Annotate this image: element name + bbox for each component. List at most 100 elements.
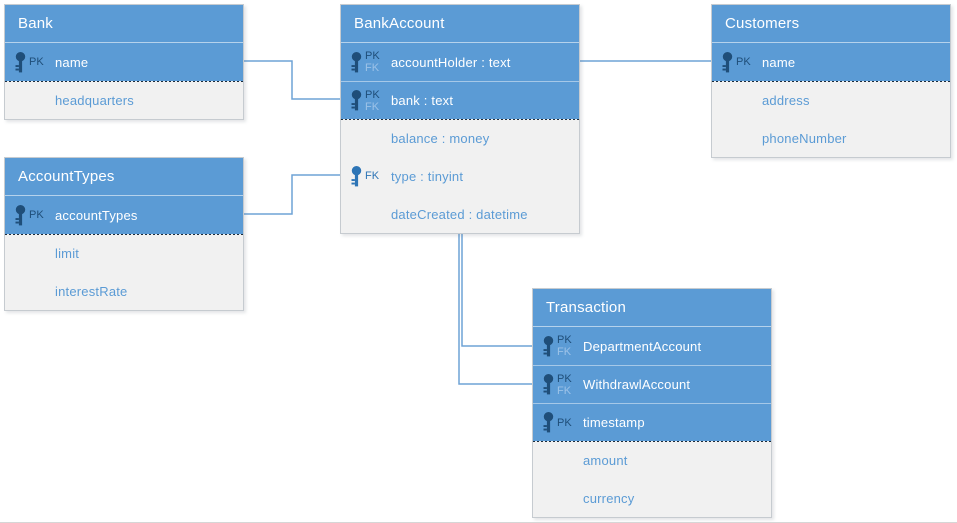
table-transaction[interactable]: Transaction PK FK DepartmentAccount PK — [532, 288, 772, 518]
key-cell: PK — [5, 204, 55, 226]
column-name: timestamp — [583, 415, 645, 430]
column-name: headquarters — [55, 92, 135, 108]
fk-badge: FK — [365, 170, 380, 182]
row-currency: currency — [533, 479, 771, 517]
column-name: bank : text — [391, 93, 454, 108]
column-name: phoneNumber — [762, 130, 847, 146]
key-cell: PK FK — [341, 89, 391, 113]
row-name: PK name — [5, 43, 243, 81]
foreign-key-icon — [351, 165, 362, 186]
key-section: PK accountTypes — [5, 196, 243, 234]
key-badges: PK — [29, 56, 44, 68]
column-name: dateCreated : datetime — [391, 206, 528, 222]
key-badges: FK — [365, 170, 379, 182]
row-accounttypes: PK accountTypes — [5, 196, 243, 234]
connector-bankaccount-to-transaction-department[interactable] — [461, 233, 532, 347]
key-cell: PK FK — [533, 373, 583, 397]
connector-bank-to-bankaccount[interactable] — [244, 60, 340, 100]
column-name: address — [762, 92, 810, 108]
row-datecreated: dateCreated : datetime — [341, 195, 579, 233]
pk-badge: PK — [365, 50, 380, 62]
key-cell: PK — [533, 412, 583, 433]
fk-badge: FK — [557, 346, 572, 358]
column-name: interestRate — [55, 283, 128, 299]
column-name: name — [762, 54, 796, 70]
table-title: Transaction — [533, 289, 771, 327]
key-badges: PK FK — [557, 334, 572, 358]
table-title: BankAccount — [341, 5, 579, 43]
primary-key-icon — [543, 374, 554, 395]
row-departmentaccount: PK FK DepartmentAccount — [533, 327, 771, 365]
connector-bankaccount-to-transaction-withdrawl[interactable] — [458, 233, 532, 385]
key-section: PK name — [5, 43, 243, 81]
primary-key-icon — [722, 51, 733, 72]
key-badges: PK FK — [365, 89, 380, 113]
key-cell: PK — [5, 51, 55, 73]
attribute-section: limit interestRate — [5, 234, 243, 310]
pk-badge: PK — [557, 416, 572, 429]
fk-badge: FK — [365, 62, 380, 74]
column-name: type : tinyint — [391, 168, 464, 184]
row-name: PK name — [712, 43, 950, 81]
attribute-section: amount currency — [533, 441, 771, 517]
row-headquarters: headquarters — [5, 81, 243, 119]
column-name: accountHolder : text — [391, 54, 511, 70]
column-name: WithdrawlAccount — [583, 377, 691, 392]
row-address: address — [712, 81, 950, 119]
pk-badge: PK — [29, 56, 44, 68]
primary-key-icon — [351, 90, 362, 111]
column-name: amount — [583, 452, 628, 468]
table-bank[interactable]: Bank PK name headquarters — [4, 4, 244, 120]
attribute-section: balance : money FK type : tinyint dateCr… — [341, 119, 579, 233]
column-name: accountTypes — [55, 207, 138, 223]
attribute-section: headquarters — [5, 81, 243, 119]
column-name: DepartmentAccount — [583, 338, 702, 354]
row-type: FK type : tinyint — [341, 157, 579, 195]
column-name: name — [55, 54, 89, 70]
key-cell: PK — [712, 51, 762, 73]
table-customers[interactable]: Customers PK name address phoneNumber — [711, 4, 951, 158]
column-name: limit — [55, 245, 80, 261]
table-accounttypes[interactable]: AccountTypes PK accountTypes limit inter… — [4, 157, 244, 311]
key-badges: PK FK — [557, 373, 572, 397]
pk-badge: PK — [365, 88, 380, 101]
row-bank: PK FK bank : text — [341, 81, 579, 119]
primary-key-icon — [15, 204, 26, 225]
row-phonenumber: phoneNumber — [712, 119, 950, 157]
column-name: currency — [583, 490, 635, 506]
table-title: Customers — [712, 5, 950, 43]
key-cell: FK — [341, 165, 391, 187]
row-amount: amount — [533, 441, 771, 479]
key-badges: PK — [557, 417, 572, 429]
primary-key-icon — [543, 335, 554, 356]
table-bankaccount[interactable]: BankAccount PK FK accountHolder : text P… — [340, 4, 580, 234]
attribute-section: address phoneNumber — [712, 81, 950, 157]
row-balance: balance : money — [341, 119, 579, 157]
row-interestrate: interestRate — [5, 272, 243, 310]
row-accountholder: PK FK accountHolder : text — [341, 43, 579, 81]
primary-key-icon — [15, 51, 26, 72]
row-timestamp: PK timestamp — [533, 403, 771, 441]
row-withdrawlaccount: PK FK WithdrawlAccount — [533, 365, 771, 403]
key-section: PK name — [712, 43, 950, 81]
key-section: PK FK accountHolder : text PK FK bank : … — [341, 43, 579, 119]
primary-key-icon — [543, 412, 554, 433]
pk-badge: PK — [29, 209, 44, 221]
key-cell: PK FK — [533, 334, 583, 358]
key-badges: PK — [736, 56, 751, 68]
primary-key-icon — [351, 51, 362, 72]
key-section: PK FK DepartmentAccount PK FK WithdrawlA… — [533, 327, 771, 441]
fk-badge: FK — [557, 384, 572, 397]
table-title: Bank — [5, 5, 243, 43]
column-name: balance : money — [391, 130, 490, 146]
pk-badge: PK — [736, 56, 751, 68]
key-badges: PK — [29, 209, 44, 221]
connector-accounttypes-to-bankaccount[interactable] — [244, 174, 340, 215]
table-title: AccountTypes — [5, 158, 243, 196]
fk-badge: FK — [365, 100, 380, 113]
pk-badge: PK — [557, 372, 572, 385]
pk-badge: PK — [557, 334, 572, 346]
key-badges: PK FK — [365, 50, 380, 74]
